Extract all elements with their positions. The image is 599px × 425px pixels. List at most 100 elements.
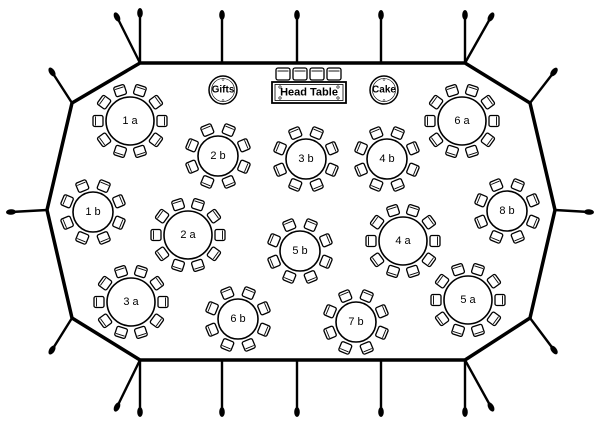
chair-back bbox=[194, 265, 204, 270]
chair bbox=[206, 246, 222, 262]
chair-seat bbox=[185, 159, 199, 174]
chair-seat bbox=[405, 203, 420, 218]
guest-table-label: 5 b bbox=[292, 245, 307, 257]
tent-stake bbox=[137, 407, 143, 417]
table-surface bbox=[279, 230, 321, 272]
chair-seat bbox=[486, 273, 502, 289]
table-surface bbox=[443, 275, 493, 325]
chair-seat bbox=[114, 264, 129, 279]
chair bbox=[282, 270, 297, 284]
chair-back bbox=[452, 330, 462, 335]
chair-seat bbox=[200, 123, 215, 137]
chair bbox=[369, 252, 385, 268]
guest-table-label: 4 b bbox=[379, 153, 394, 165]
chair bbox=[354, 141, 368, 156]
chair-seat bbox=[221, 123, 236, 137]
chair bbox=[200, 123, 215, 137]
chair-back bbox=[290, 128, 299, 133]
chair bbox=[464, 144, 479, 159]
chair bbox=[214, 228, 226, 242]
chair bbox=[257, 322, 271, 337]
chair-seat bbox=[489, 230, 504, 244]
chair-back bbox=[99, 96, 106, 105]
chair bbox=[445, 144, 460, 159]
chair-seat bbox=[464, 144, 479, 159]
chair-seat bbox=[282, 218, 297, 232]
chair-seat bbox=[309, 178, 324, 192]
chair-seat bbox=[375, 325, 389, 340]
chair-seat bbox=[171, 258, 186, 273]
head-chair bbox=[309, 67, 325, 81]
chair bbox=[200, 175, 215, 189]
chair bbox=[451, 323, 466, 338]
chair bbox=[325, 141, 339, 156]
chair-back bbox=[99, 137, 106, 146]
guy-line bbox=[529, 317, 555, 351]
chair-seat bbox=[303, 270, 318, 284]
chair-back bbox=[313, 128, 322, 133]
chair bbox=[434, 273, 450, 289]
tent-stake bbox=[462, 407, 468, 417]
chair-back bbox=[137, 267, 147, 272]
chair bbox=[369, 178, 384, 192]
chair-seat bbox=[273, 162, 287, 177]
chair bbox=[405, 203, 420, 218]
chair-back bbox=[100, 318, 107, 327]
chair bbox=[221, 123, 236, 137]
chair-seat bbox=[205, 322, 219, 337]
chair bbox=[97, 275, 113, 291]
chair-seat bbox=[369, 214, 385, 230]
chair-back bbox=[474, 265, 484, 270]
chair-seat bbox=[526, 193, 540, 208]
chair-back bbox=[187, 140, 192, 149]
tent-stake bbox=[113, 402, 121, 412]
chair bbox=[375, 304, 389, 319]
gifts-table-surface bbox=[208, 75, 238, 105]
chair bbox=[323, 325, 337, 340]
chair-seat bbox=[257, 301, 271, 316]
head-chair bbox=[275, 67, 291, 81]
chair-back bbox=[533, 195, 538, 204]
tent-stake bbox=[378, 407, 384, 417]
guest-table-label: 2 b bbox=[210, 150, 225, 162]
chair bbox=[303, 218, 318, 232]
chair-back bbox=[476, 195, 481, 204]
tent-stake bbox=[219, 10, 225, 20]
chair-back bbox=[332, 143, 337, 152]
chair bbox=[241, 338, 256, 352]
chair-back bbox=[275, 143, 280, 152]
guy-line bbox=[115, 16, 142, 64]
chair-back bbox=[245, 288, 254, 293]
chair-back bbox=[62, 219, 67, 228]
guest-table: 5 a bbox=[430, 262, 506, 338]
chair bbox=[96, 179, 111, 193]
guest-table: 5 b bbox=[267, 218, 333, 284]
table-surface bbox=[72, 191, 114, 233]
chair-seat bbox=[96, 179, 111, 193]
chair-back bbox=[114, 151, 124, 156]
chair-back bbox=[137, 332, 147, 337]
chair bbox=[365, 234, 377, 248]
chair bbox=[206, 208, 222, 224]
head-table: Head Table bbox=[271, 67, 347, 104]
chair-seat bbox=[149, 313, 165, 329]
chair bbox=[96, 94, 112, 110]
chair bbox=[60, 194, 74, 209]
chair-back bbox=[207, 303, 212, 312]
guy-line bbox=[554, 208, 590, 214]
chair-back bbox=[363, 348, 372, 353]
gifts-table-decor-dot bbox=[221, 78, 225, 81]
chair-back bbox=[136, 151, 146, 156]
chair-seat bbox=[474, 214, 488, 229]
tent-stake bbox=[550, 67, 558, 77]
chair-back bbox=[325, 306, 330, 315]
chair-seat bbox=[154, 208, 170, 224]
chair-seat bbox=[429, 234, 441, 248]
chair-back bbox=[514, 237, 523, 242]
chair bbox=[96, 231, 111, 245]
tent-stake bbox=[48, 345, 56, 355]
chair bbox=[424, 114, 436, 128]
chair bbox=[303, 270, 318, 284]
chair-back bbox=[409, 206, 419, 211]
head-table-decor-dot bbox=[336, 96, 340, 100]
